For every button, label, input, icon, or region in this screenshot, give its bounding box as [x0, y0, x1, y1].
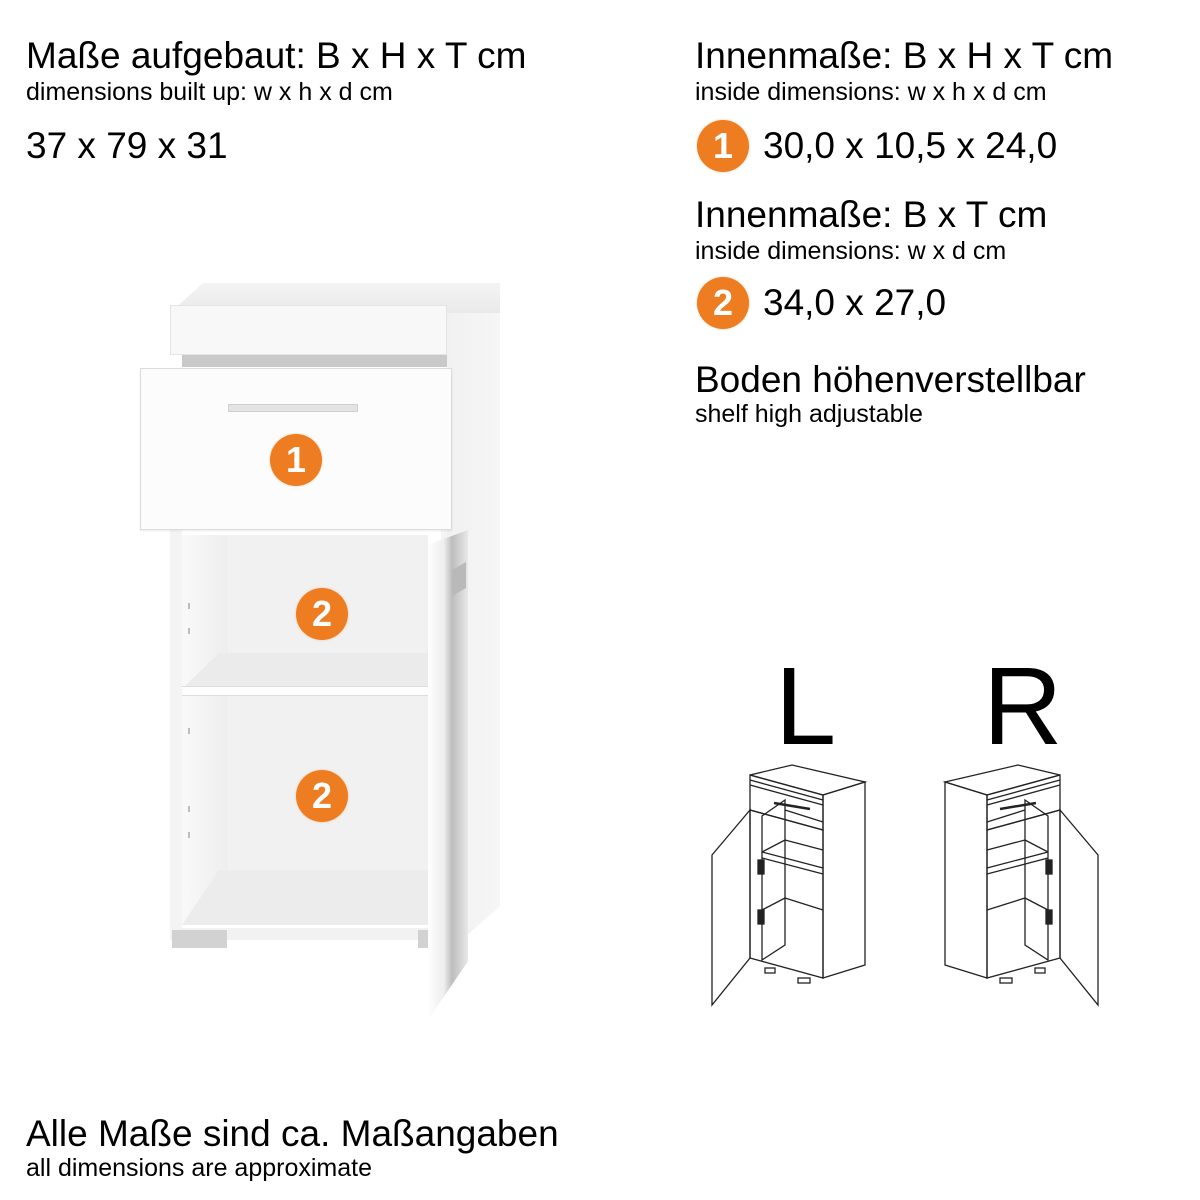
number-badge-1-icon: 1: [697, 120, 749, 172]
right-hinged-cabinet-drawing-icon: [942, 764, 1099, 1007]
inside-dimensions-2-value: 34,0 x 27,0: [763, 282, 947, 323]
outer-dimensions-block: Maße aufgebaut: B x H x T cm dimensions …: [26, 36, 526, 166]
number-badge-2-icon: 2: [697, 277, 749, 329]
outer-dimensions-title-de: Maße aufgebaut: B x H x T cm: [26, 35, 527, 76]
lower-compartment-number-badge-icon: 2: [296, 770, 348, 822]
cabinet-foot-left: [172, 930, 227, 948]
shelf-pin: [188, 628, 190, 634]
inside-dimensions-2-row: 2 34,0 x 27,0: [697, 277, 1047, 329]
inside-dimensions-1-block: Innenmaße: B x H x T cm inside dimension…: [695, 36, 1113, 172]
variant-left-label: L: [775, 645, 837, 768]
shelf-note-title-de: Boden höhenverstellbar: [695, 359, 1086, 400]
shelf-pin: [188, 806, 190, 812]
footer-title-en: all dimensions are approximate: [26, 1154, 373, 1182]
outer-dimensions-title-en: dimensions built up: w x h x d cm: [26, 78, 393, 106]
inside-dimensions-2-block: Innenmaße: B x T cm inside dimensions: w…: [695, 195, 1047, 329]
cabinet-drawer-gap: [182, 355, 447, 367]
inside-dimensions-1-title-de: Innenmaße: B x H x T cm: [695, 35, 1114, 76]
cabinet-shelf-edge: [182, 686, 428, 696]
cabinet-shelf-top: [182, 653, 428, 689]
outer-dimensions-value: 37 x 79 x 31: [26, 125, 228, 166]
shelf-note-title-en: shelf high adjustable: [695, 400, 923, 428]
cabinet-drawer-handle: [228, 404, 358, 412]
drawer-number-badge-icon: 1: [270, 434, 322, 486]
variant-right-label: R: [983, 645, 1063, 768]
cabinet-top-front: [170, 305, 447, 355]
footer-note-block: Alle Maße sind ca. Maßangaben all dimens…: [26, 1113, 559, 1183]
cabinet-door: [428, 530, 468, 1020]
shelf-pin: [188, 728, 190, 734]
shelf-pin: [188, 832, 190, 838]
inside-dimensions-1-value: 30,0 x 10,5 x 24,0: [763, 125, 1058, 166]
cabinet-bottom: [182, 870, 428, 925]
shelf-pin: [188, 603, 190, 609]
inside-dimensions-2-title-de: Innenmaße: B x T cm: [695, 194, 1048, 235]
footer-title-de: Alle Maße sind ca. Maßangaben: [26, 1113, 559, 1154]
left-hinged-cabinet-drawing-icon: [711, 764, 868, 1007]
upper-compartment-number-badge-icon: 2: [296, 588, 348, 640]
inside-dimensions-2-title-en: inside dimensions: w x d cm: [695, 237, 1007, 265]
shelf-note-block: Boden höhenverstellbar shelf high adjust…: [695, 359, 1086, 429]
inside-dimensions-1-title-en: inside dimensions: w x h x d cm: [695, 78, 1047, 106]
inside-dimensions-1-row: 1 30,0 x 10,5 x 24,0: [697, 120, 1113, 172]
